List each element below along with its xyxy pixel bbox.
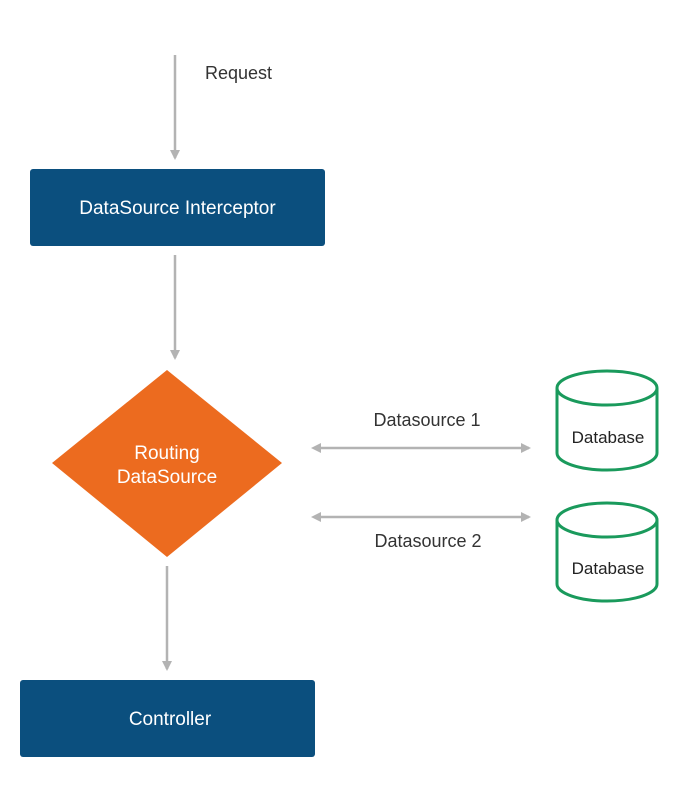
request-label: Request [205,63,272,83]
database2-cylinder: Database [555,501,659,603]
datasource2-label: Datasource 2 [374,531,481,551]
routing-label-line1: Routing [134,443,200,464]
routing-label-line2: DataSource [117,467,217,488]
interceptor-label: DataSource Interceptor [79,198,276,219]
datasource1-label: Datasource 1 [373,410,480,430]
controller-box: Controller [20,680,315,757]
routing-datasource-diamond: Routing DataSource [52,370,282,557]
interceptor-box: DataSource Interceptor [30,169,325,246]
database1-cylinder: Database [555,369,659,472]
database2-label: Database [572,559,645,578]
controller-label: Controller [129,709,212,730]
database1-label: Database [572,428,645,447]
